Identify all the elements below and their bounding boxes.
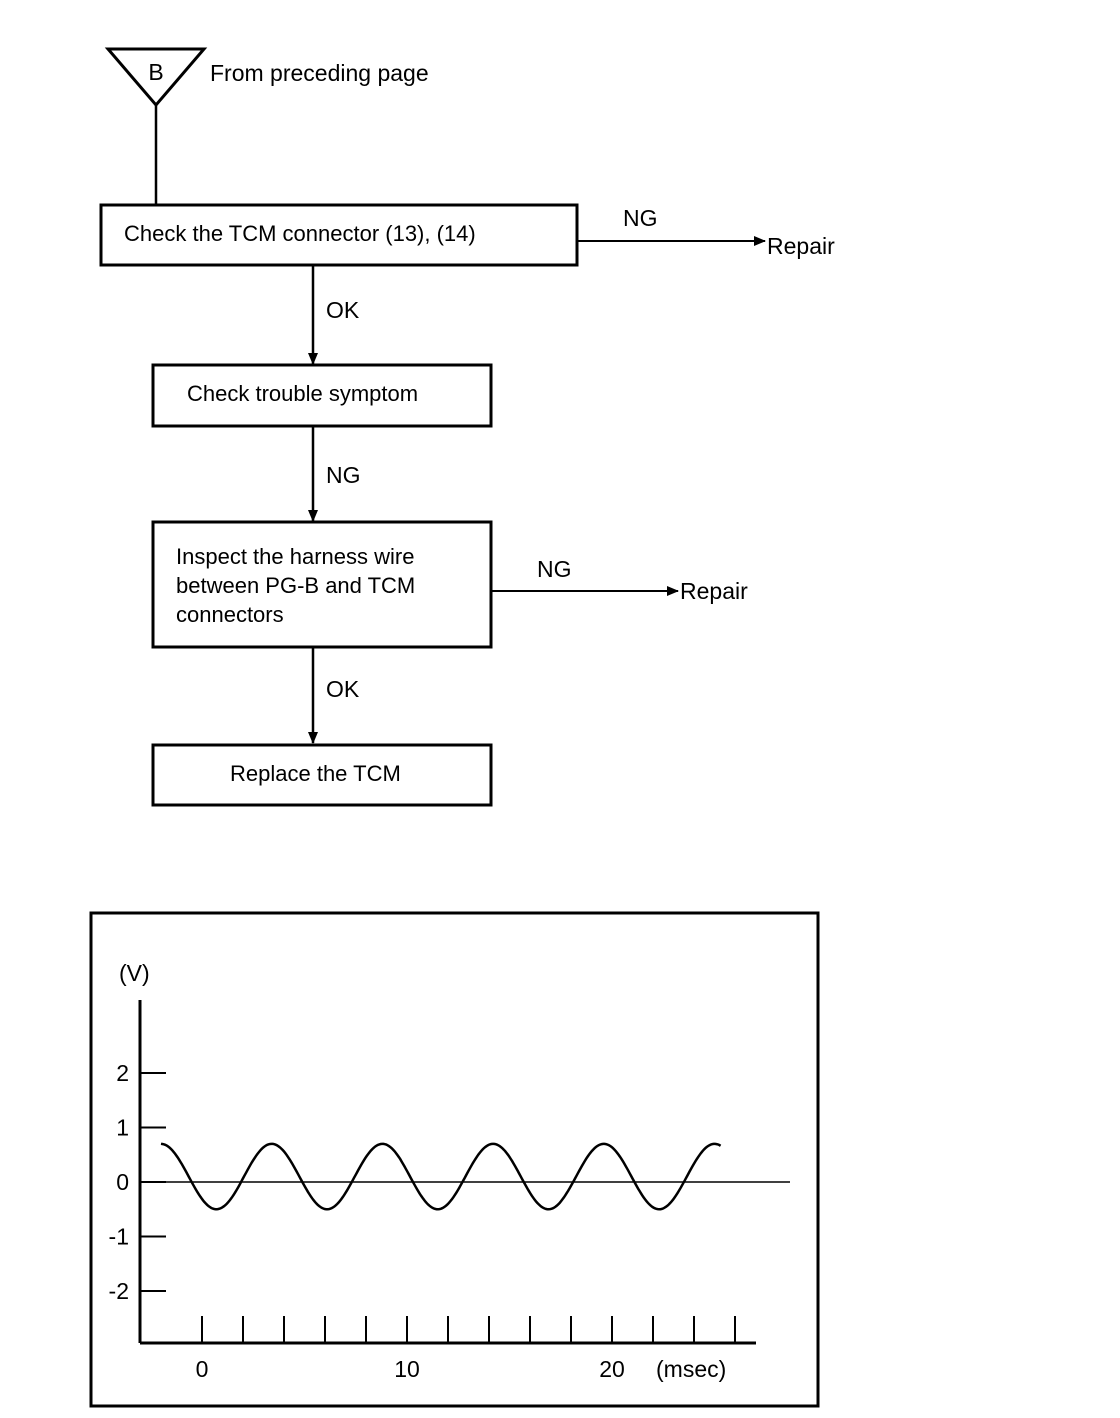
chart-y-ticks: 2 1 0 -1 -2: [109, 1060, 166, 1304]
step1-box: [99, 203, 579, 267]
ng-label-1: NG: [623, 205, 658, 231]
y-tick-label: -1: [109, 1224, 129, 1250]
step3-line-1: Inspect the harness wire: [176, 544, 414, 569]
step-inspect-harness: Inspect the harness wire between PG-B an…: [151, 520, 493, 649]
connector-label: From preceding page: [210, 60, 429, 86]
chart-series: [160, 1142, 722, 1211]
y-axis-label: (V): [119, 960, 150, 986]
step2-box: [151, 363, 493, 428]
repair-label-1: Repair: [767, 233, 835, 259]
ng-branch-3: NG Repair: [491, 556, 748, 604]
connector-b: B From preceding page: [104, 47, 429, 205]
step4-text: Replace the TCM: [230, 761, 401, 786]
y-tick-label: 1: [116, 1115, 129, 1141]
chart-x-ticks: 0 10 20: [196, 1316, 736, 1382]
ok-label-1: OK: [326, 297, 360, 323]
ok-label-2: OK: [326, 676, 360, 702]
waveform-line: [160, 1142, 722, 1211]
chart-frame: [89, 911, 820, 1408]
x-tick-label: 20: [599, 1356, 625, 1382]
step4-box: [151, 743, 493, 807]
x-tick-label: 10: [394, 1356, 420, 1382]
step1-text: Check the TCM connector (13), (14): [124, 221, 476, 246]
ng-branch-1: NG Repair: [577, 205, 835, 259]
step3-line-3: connectors: [176, 602, 284, 627]
connector-letter: B: [148, 59, 163, 85]
y-tick-label: 0: [116, 1169, 129, 1195]
connector-triangle: [104, 47, 208, 108]
y-tick-label: 2: [116, 1060, 129, 1086]
step3-box: [151, 520, 493, 649]
step-check-connector: Check the TCM connector (13), (14): [99, 203, 579, 267]
repair-label-3: Repair: [680, 578, 748, 604]
x-unit-label: (msec): [656, 1356, 726, 1382]
step2-text: Check trouble symptom: [187, 381, 418, 406]
ng-label-2: NG: [326, 462, 361, 488]
step-replace-tcm: Replace the TCM: [151, 743, 493, 807]
step-check-symptom: Check trouble symptom: [151, 363, 493, 428]
y-tick-label: -2: [109, 1278, 129, 1304]
ng-label-3: NG: [537, 556, 572, 582]
x-tick-label: 0: [196, 1356, 209, 1382]
step3-line-2: between PG-B and TCM: [176, 573, 415, 598]
